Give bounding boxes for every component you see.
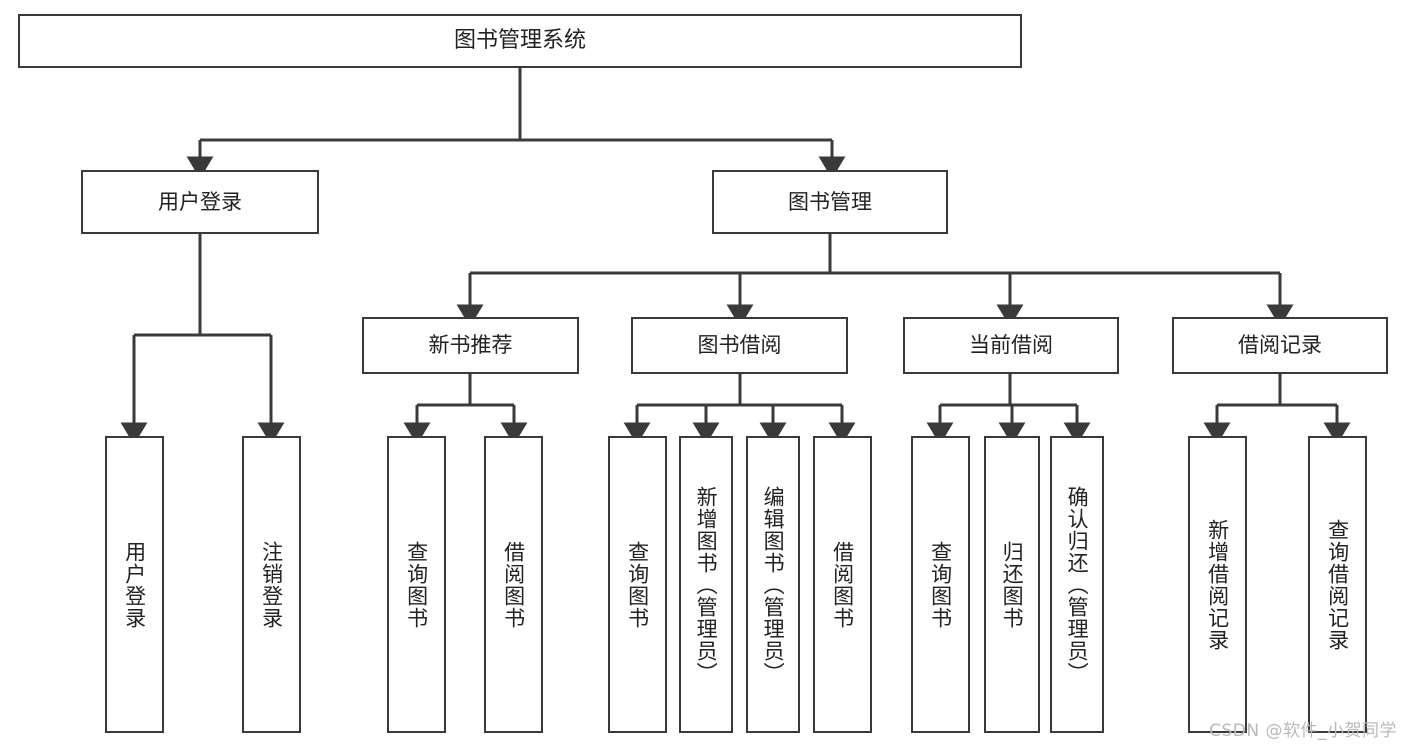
node-book-management-label: 图书管理 — [788, 189, 872, 214]
leaf-borrow-book-new-label: 借阅图书 — [501, 540, 526, 629]
leaf-return-book-label: 归还图书 — [1000, 540, 1025, 629]
leaf-confirm-return-admin-label: 确认归还（管理员） — [1065, 485, 1090, 684]
leaf-confirm-return-admin[interactable]: 确认归还（管理员） — [1050, 436, 1104, 733]
leaf-return-book[interactable]: 归还图书 — [984, 436, 1040, 733]
node-book-management[interactable]: 图书管理 — [712, 170, 948, 234]
leaf-lend-book[interactable]: 借阅图书 — [813, 436, 872, 733]
leaf-logout[interactable]: 注销登录 — [242, 436, 301, 733]
node-user-login-label: 用户登录 — [158, 189, 242, 214]
watermark: CSDN @软件_小贺同学 — [1209, 721, 1397, 741]
leaf-add-book-admin[interactable]: 新增图书（管理员） — [679, 436, 733, 733]
leaf-user-login[interactable]: 用户登录 — [105, 436, 164, 733]
leaf-query-book-current-label: 查询图书 — [928, 540, 953, 629]
leaf-query-book-new[interactable]: 查询图书 — [387, 436, 446, 733]
node-new-book-recommend[interactable]: 新书推荐 — [362, 317, 579, 374]
node-root-label: 图书管理系统 — [453, 28, 586, 54]
leaf-edit-book-admin-label: 编辑图书（管理员） — [761, 485, 786, 684]
leaf-borrow-book-new[interactable]: 借阅图书 — [484, 436, 543, 733]
node-new-book-recommend-label: 新书推荐 — [428, 333, 513, 358]
leaf-logout-label: 注销登录 — [259, 540, 284, 629]
leaf-query-book-borrow[interactable]: 查询图书 — [608, 436, 667, 733]
node-borrow-record[interactable]: 借阅记录 — [1172, 317, 1388, 374]
node-root[interactable]: 图书管理系统 — [18, 14, 1022, 68]
leaf-add-borrow-record[interactable]: 新增借阅记录 — [1188, 436, 1247, 733]
leaf-lend-book-label: 借阅图书 — [830, 540, 855, 629]
leaf-add-borrow-record-label: 新增借阅记录 — [1205, 518, 1230, 651]
node-current-borrow-label: 当前借阅 — [969, 333, 1053, 358]
node-user-login[interactable]: 用户登录 — [81, 170, 319, 234]
node-book-borrow-label: 图书借阅 — [697, 333, 782, 358]
leaf-query-borrow-record[interactable]: 查询借阅记录 — [1308, 436, 1367, 733]
node-current-borrow[interactable]: 当前借阅 — [903, 317, 1119, 374]
leaf-query-borrow-record-label: 查询借阅记录 — [1325, 518, 1350, 651]
leaf-query-book-new-label: 查询图书 — [404, 540, 429, 629]
leaf-add-book-admin-label: 新增图书（管理员） — [694, 485, 719, 684]
node-book-borrow[interactable]: 图书借阅 — [631, 317, 848, 374]
leaf-query-book-current[interactable]: 查询图书 — [911, 436, 970, 733]
leaf-user-login-label: 用户登录 — [122, 540, 147, 629]
leaf-edit-book-admin[interactable]: 编辑图书（管理员） — [746, 436, 800, 733]
node-borrow-record-label: 借阅记录 — [1238, 333, 1322, 358]
leaf-query-book-borrow-label: 查询图书 — [625, 540, 650, 629]
